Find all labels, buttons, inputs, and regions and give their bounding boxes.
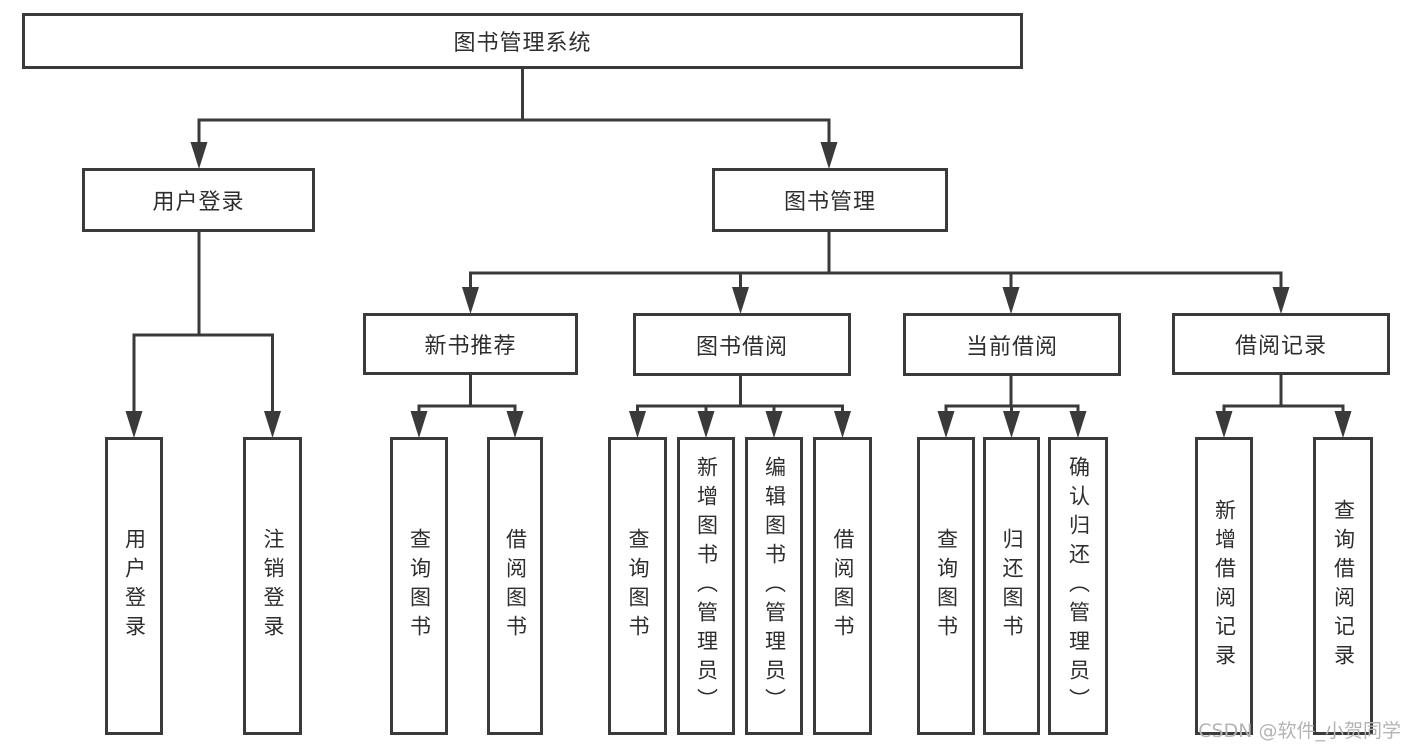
node-leaf-borrow-book-recommend: 借阅图书 <box>487 437 543 735</box>
node-root: 图书管理系统 <box>22 13 1023 69</box>
node-leaf-query-book-recommend: 查询图书 <box>390 437 448 735</box>
node-user-login: 用户登录 <box>82 168 315 232</box>
node-book-management: 图书管理 <box>712 168 948 232</box>
node-leaf-query-book-borrowing: 查询图书 <box>608 437 667 735</box>
node-leaf-borrow-book-borrowing: 借阅图书 <box>813 437 872 735</box>
csdn-watermark: CSDN @软件_小贺同学 <box>1198 720 1401 742</box>
node-current-borrowing: 当前借阅 <box>903 313 1121 376</box>
node-leaf-user-login: 用户登录 <box>105 437 163 735</box>
node-leaf-logout: 注销登录 <box>243 437 302 735</box>
node-leaf-add-book-admin: 新增图书（管理员） <box>677 437 735 735</box>
node-leaf-query-borrow-record: 查询借阅记录 <box>1313 437 1373 735</box>
node-leaf-query-book-current: 查询图书 <box>917 437 975 735</box>
node-leaf-edit-book-admin: 编辑图书（管理员） <box>745 437 803 735</box>
node-book-borrowing: 图书借阅 <box>633 313 851 376</box>
node-leaf-add-borrow-record: 新增借阅记录 <box>1195 437 1253 735</box>
node-leaf-confirm-return-admin: 确认归还（管理员） <box>1048 437 1108 735</box>
node-new-book-recommend: 新书推荐 <box>363 313 578 375</box>
node-leaf-return-book: 归还图书 <box>983 437 1040 735</box>
node-borrow-records: 借阅记录 <box>1172 313 1390 375</box>
